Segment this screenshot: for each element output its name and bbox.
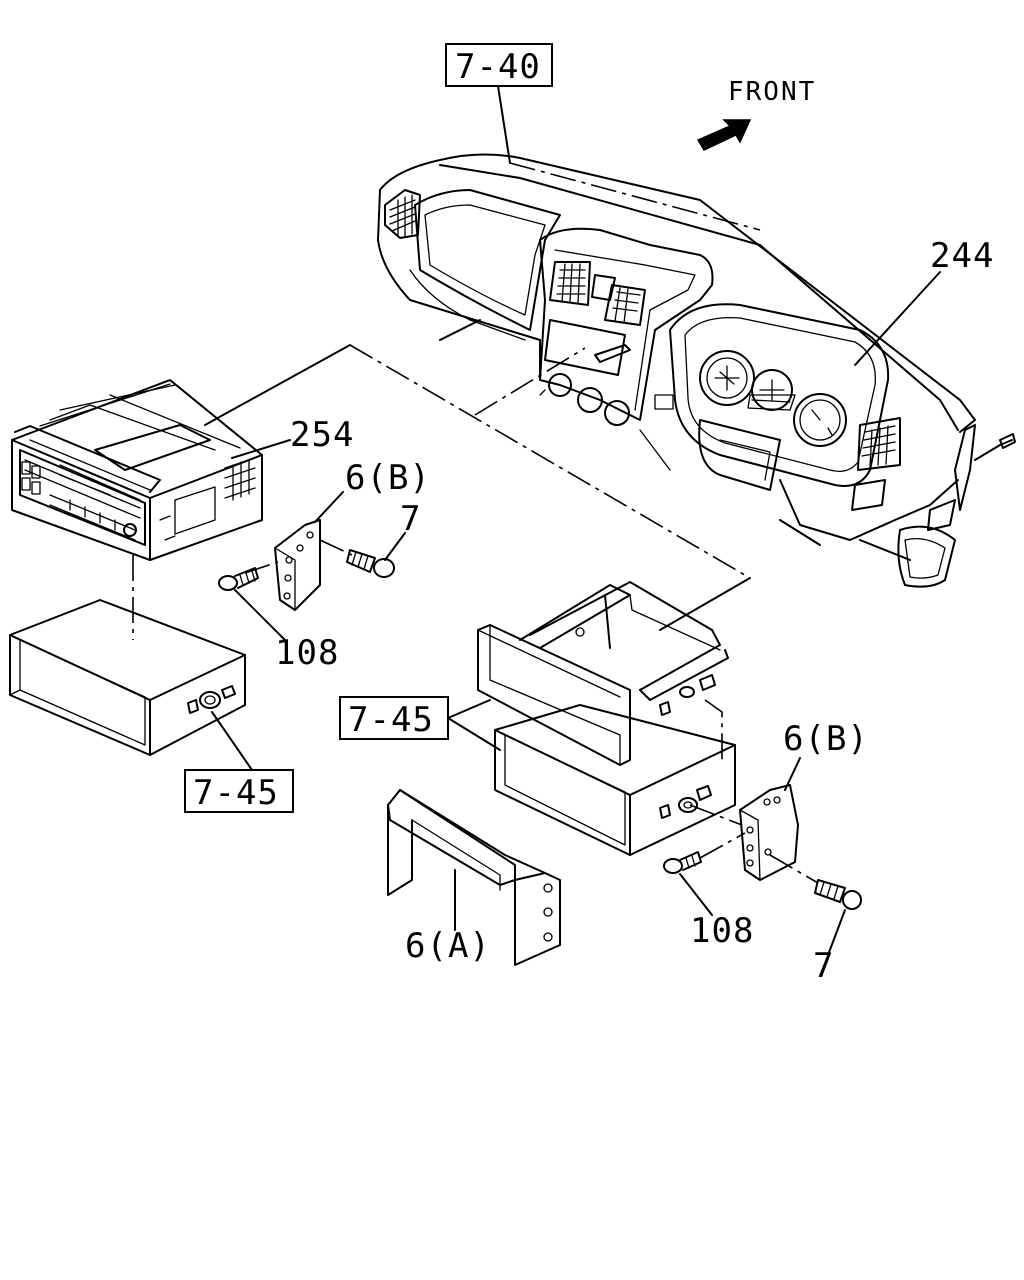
left-bolt [346,549,395,578]
ref-box-mid [339,696,449,740]
part-label-7-right: 7 [813,946,834,986]
ref-label-left: 7-45 [193,773,279,813]
left-bracket-b [274,519,321,611]
ref-box-left [184,769,294,813]
ref-box-top [445,43,553,87]
part-label-254: 254 [290,415,354,455]
mid-pocket-assembly [477,581,736,856]
right-bracket-b [739,784,799,881]
front-label: FRONT [728,77,816,107]
part-label-6a: 6(A) [405,926,491,966]
front-arrow-icon [696,119,752,151]
audio-unit [11,379,263,561]
part-label-108-right: 108 [690,911,754,951]
right-bolt [814,879,862,910]
part-label-244: 244 [930,236,994,276]
part-label-6b-left: 6(B) [345,458,431,498]
instrument-panel [377,153,1016,588]
part-label-6b-right: 6(B) [783,719,869,759]
left-screw [218,567,259,591]
part-label-7-left: 7 [400,499,421,539]
ref-label-top: 7-40 [455,47,541,87]
left-pocket [9,599,246,756]
part-label-108-left: 108 [275,633,339,673]
ref-label-mid: 7-45 [348,700,434,740]
bracket-a [387,789,561,966]
right-screw [663,851,702,874]
leader-lines [132,85,941,956]
